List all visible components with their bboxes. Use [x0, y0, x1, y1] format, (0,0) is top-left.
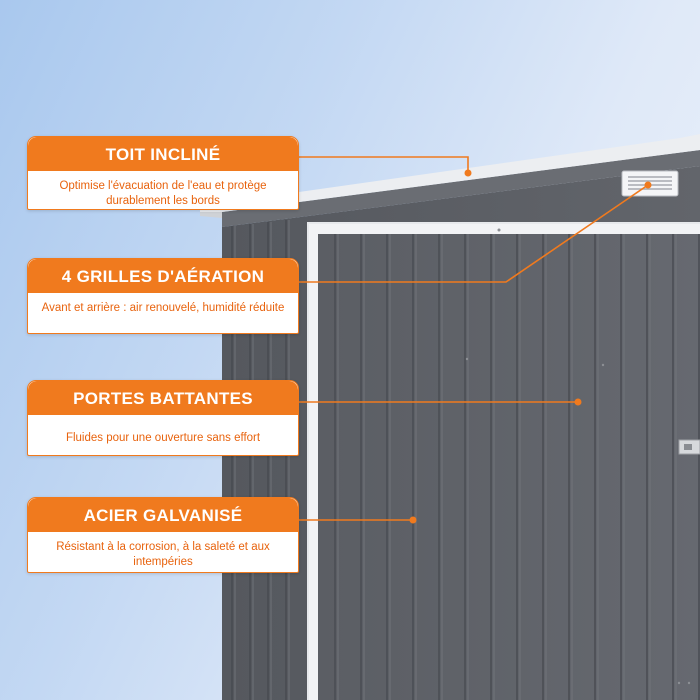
roof-underside	[222, 150, 700, 227]
callout-acier-galvanise: ACIER GALVANISÉ Résistant à la corrosion…	[27, 497, 299, 573]
roof-edge	[200, 134, 700, 212]
door-ribs	[334, 234, 700, 700]
callout-title: TOIT INCLINÉ	[28, 137, 298, 171]
callout-description: Fluides pour une ouverture sans effort	[65, 432, 261, 444]
door-panel	[318, 234, 700, 700]
callout-title: 4 GRILLES D'AÉRATION	[28, 259, 298, 293]
callout-leader-dots	[409, 169, 652, 524]
callout-title: ACIER GALVANISÉ	[28, 498, 298, 532]
callout-title: PORTES BATTANTES	[28, 381, 298, 415]
callout-toit-incline: TOIT INCLINÉ Optimise l'évacuation de l'…	[27, 136, 299, 210]
callout-leader-lines	[297, 156, 649, 521]
callout-description: Optimise l'évacuation de l'eau et protèg…	[59, 180, 267, 207]
callout-grilles-aeration: 4 GRILLES D'AÉRATION Avant et arrière : …	[27, 258, 299, 334]
callout-description: Avant et arrière : air renouvelé, humidi…	[41, 302, 285, 314]
callout-description: Résistant à la corrosion, à la saleté et…	[56, 541, 270, 568]
callout-portes-battantes: PORTES BATTANTES Fluides pour une ouvert…	[27, 380, 299, 456]
